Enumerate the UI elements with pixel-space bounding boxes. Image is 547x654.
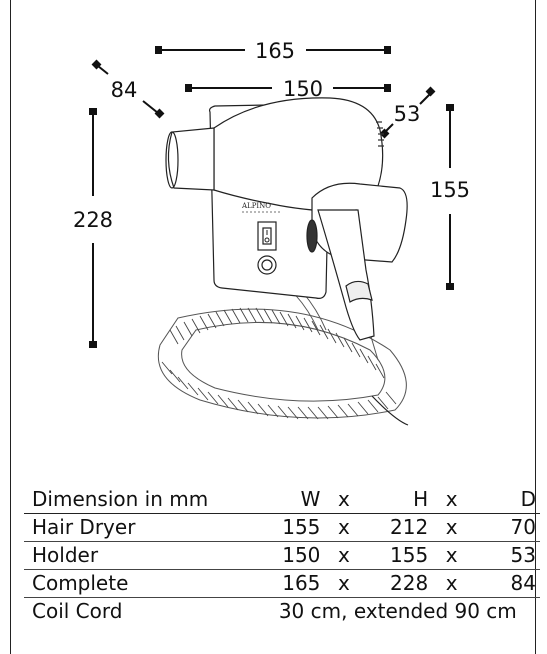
row-sep: x bbox=[324, 541, 364, 570]
header-sep-1: x bbox=[324, 486, 364, 514]
frame bbox=[10, 0, 536, 654]
header-h: H bbox=[363, 486, 433, 514]
row-d: 70 bbox=[471, 513, 540, 542]
product-dimension-drawing: 165 150 84 53 228 155 bbox=[73, 39, 470, 426]
header-w: W bbox=[255, 486, 325, 514]
coil-rings bbox=[161, 307, 397, 420]
row-w: 155 bbox=[255, 513, 325, 542]
row-sep: x bbox=[432, 541, 472, 570]
label-height-complete: 228 bbox=[73, 208, 113, 232]
dryer-vents bbox=[376, 121, 384, 147]
hair-dryer-illustration bbox=[157, 97, 409, 426]
row-w: 150 bbox=[255, 541, 325, 570]
label-width-complete: 165 bbox=[255, 39, 295, 63]
table-header-row: Dimension in mm W x H x D bbox=[24, 486, 540, 514]
row-d: 53 bbox=[471, 541, 540, 570]
dimensions-table: Dimension in mm W x H x D Hair Dryer 155… bbox=[24, 486, 540, 625]
row-h: 212 bbox=[363, 513, 433, 542]
dimension-width-complete: 165 bbox=[155, 39, 391, 63]
label-height-holder: 155 bbox=[430, 178, 470, 202]
dimension-height-holder: 155 bbox=[430, 104, 470, 290]
row-sep: x bbox=[324, 569, 364, 598]
row-w: 165 bbox=[255, 569, 325, 598]
dimension-depth-holder: 53 bbox=[379, 86, 436, 139]
row-name: Holder bbox=[24, 541, 256, 570]
dimension-height-complete: 228 bbox=[73, 108, 113, 348]
row-name: Coil Cord bbox=[32, 599, 123, 623]
row-sep: x bbox=[324, 513, 364, 542]
row-sep: x bbox=[432, 513, 472, 542]
row-d: 84 bbox=[471, 569, 540, 598]
row-h: 155 bbox=[363, 541, 433, 570]
table-row-coil-cord: Coil Cord 30 cm, extended 90 cm bbox=[24, 598, 540, 626]
row-h: 228 bbox=[363, 569, 433, 598]
label-depth-complete: 84 bbox=[111, 78, 138, 102]
table-row: Complete 165 x 228 x 84 bbox=[24, 569, 540, 598]
header-label: Dimension in mm bbox=[24, 486, 256, 514]
label-depth-holder: 53 bbox=[394, 102, 421, 126]
table-row: Holder 150 x 155 x 53 bbox=[24, 541, 540, 570]
dimension-depth-complete: 84 bbox=[91, 59, 165, 119]
coil-cord-value: 30 cm, extended 90 cm bbox=[278, 599, 517, 623]
header-d: D bbox=[471, 486, 540, 514]
label-width-holder: 150 bbox=[283, 77, 323, 101]
dimension-width-holder: 150 bbox=[185, 77, 391, 101]
row-sep: x bbox=[432, 569, 472, 598]
table-row: Hair Dryer 155 x 212 x 70 bbox=[24, 513, 540, 542]
header-sep-2: x bbox=[432, 486, 472, 514]
dryer-nozzle bbox=[167, 127, 215, 191]
row-name: Hair Dryer bbox=[24, 513, 256, 542]
brand-logo-text: ALPINO bbox=[241, 202, 271, 210]
row-name: Complete bbox=[24, 569, 256, 598]
